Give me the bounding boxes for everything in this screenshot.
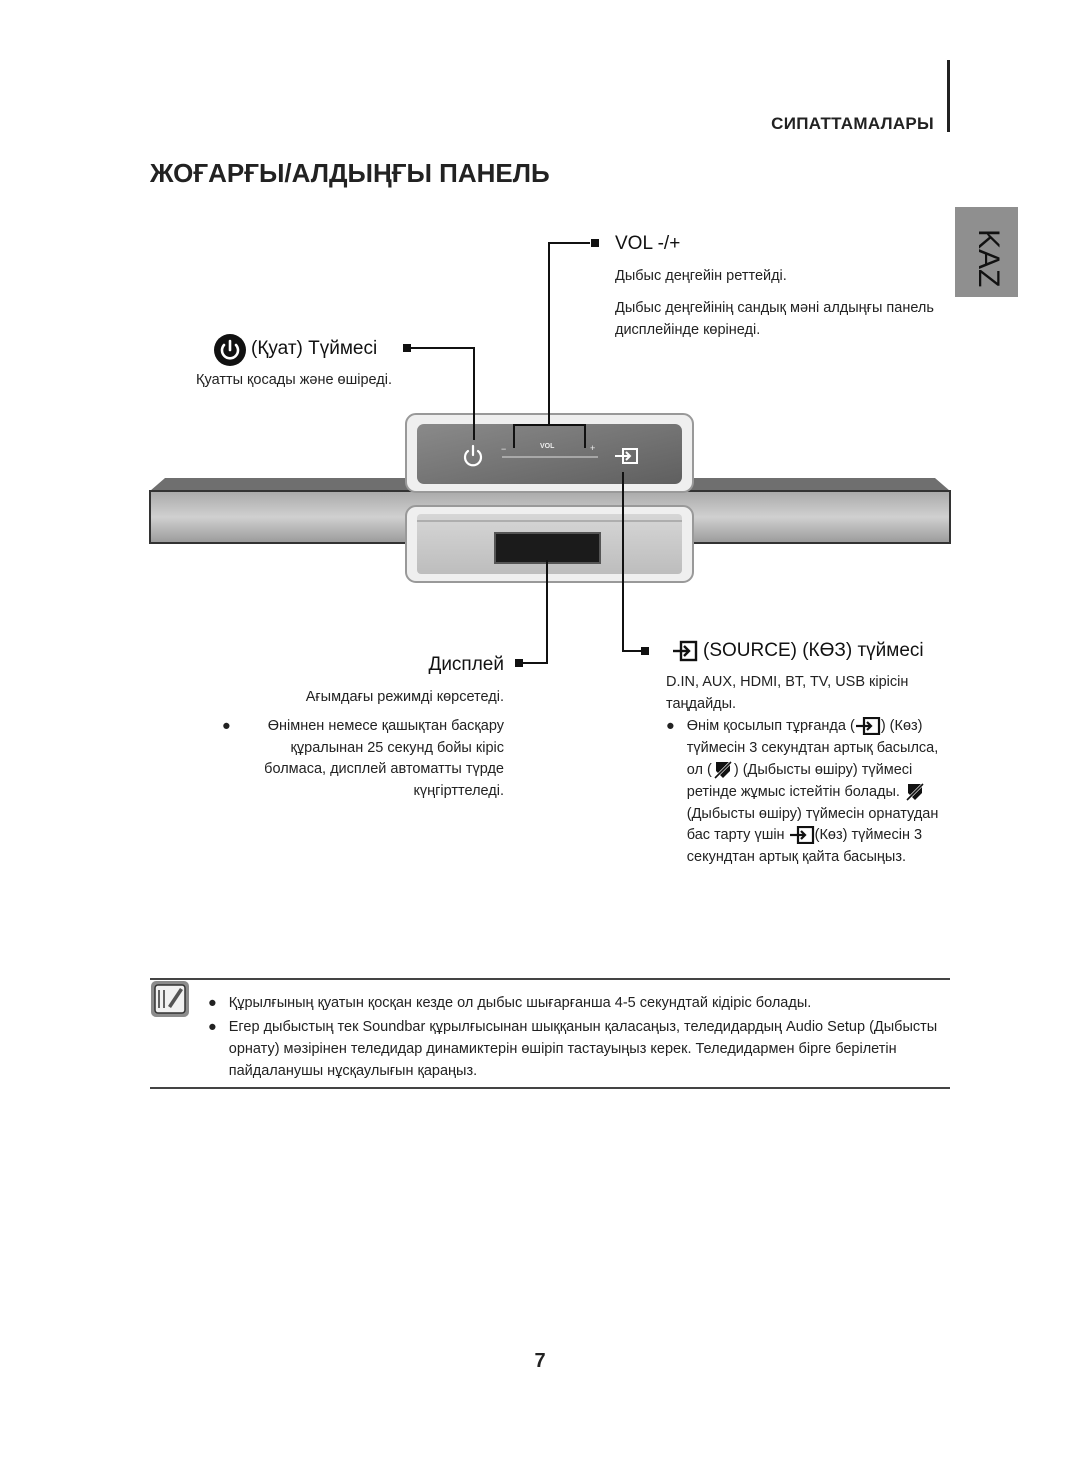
note-icon (151, 981, 189, 1017)
display-bullet: ● Өнімнен немесе қашықтан басқару құралы… (222, 716, 504, 802)
source-bullet-part-5: (Көз) түймесін 3 секундтан артық қайта б… (686, 827, 923, 865)
section-label: СИПАТТАМАЛАРЫ (771, 114, 934, 133)
note-text: Құрылғының қуатын қосқан кезде ол дыбыс … (228, 995, 812, 1011)
notes-list: ● Құрылғының қуатын қосқан кезде ол дыбы… (208, 992, 950, 1082)
vol-desc-2: Дыбыс деңгейінің сандық мәні алдыңғы пан… (615, 300, 934, 338)
bullet-glyph: ● (208, 995, 217, 1011)
source-callout-line (622, 472, 641, 652)
source-bullet-part-2: ) (Көз) түймесін 3 секундтан артық басыл… (686, 718, 939, 778)
page-number: 7 (534, 1350, 546, 1372)
display-bullet-text: Өнімнен немесе қашықтан басқару құралына… (264, 718, 504, 799)
source-bullet-part-3: ) (Дыбысты өшіру) түймесі ретінде жұмыс … (686, 761, 913, 801)
source-bullet-part-1: Өнім қосылып тұрғанда ( (686, 718, 855, 734)
header-rule (947, 60, 950, 132)
note-item: ● Құрылғының қуатын қосқан кезде ол дыбы… (208, 992, 950, 1014)
source-desc: D.IN, AUX, HDMI, BT, TV, USB кірісін таң… (666, 674, 909, 712)
vol-bracket (513, 424, 586, 448)
note-text: Егер дыбыстың тек Soundbar құрылғысынан … (228, 1019, 938, 1079)
vol-callout-line (548, 242, 590, 425)
source-bullet-text: Өнім қосылып тұрғанда () (Көз) түймесін … (687, 716, 949, 868)
source-bullet: ● Өнім қосылып тұрғанда () (Көз) түймесі… (666, 716, 956, 868)
display-marker (515, 659, 523, 667)
page-title: ЖОҒАРҒЫ/АЛДЫҢҒЫ ПАНЕЛЬ (150, 158, 550, 188)
source-marker (641, 647, 649, 655)
panel-vol-plus: + (590, 443, 596, 453)
power-callout-line (406, 347, 475, 440)
power-desc: Қуатты қосады және өшіреді. (196, 372, 392, 388)
mute-icon (904, 782, 926, 803)
panel-vol-minus: − (501, 444, 507, 454)
source-bullet-part-4: (Дыбысты өшіру) түймесін орнатудан бас т… (686, 805, 939, 844)
source-icon (855, 717, 880, 736)
note-bottom-rule (150, 1087, 950, 1089)
bullet-glyph: ● (666, 718, 675, 734)
source-title: (SOURCE) (КӨЗ) түймесі (703, 640, 924, 661)
soundbar-illustration (149, 242, 951, 664)
bullet-glyph: ● (208, 1019, 217, 1035)
display-title: Дисплей (428, 654, 504, 675)
source-icon (673, 640, 698, 662)
panel-vol-label: VOL (540, 443, 555, 450)
vol-desc-1: Дыбыс деңгейін реттейді. (615, 268, 787, 284)
panel-power-icon (463, 444, 483, 467)
top-panel (417, 424, 682, 484)
power-marker (403, 344, 411, 352)
language-tab: KAZ (955, 207, 1018, 297)
vol-title: VOL -/+ (615, 233, 681, 254)
source-icon (789, 826, 814, 845)
bullet-glyph: ● (222, 718, 231, 734)
display-callout-line (515, 560, 548, 664)
mute-icon (712, 759, 733, 781)
panel-source-icon (615, 448, 638, 464)
vol-marker (591, 239, 599, 247)
callout-lines (406, 242, 641, 664)
display-screen (494, 532, 601, 564)
power-icon (214, 334, 246, 366)
note-top-rule (150, 978, 950, 980)
power-title: (Қуат) Түймесі (251, 338, 378, 359)
note-item: ● Егер дыбыстың тек Soundbar құрылғысына… (208, 1016, 950, 1082)
display-desc: Ағымдағы режимді көрсетеді. (305, 689, 504, 705)
